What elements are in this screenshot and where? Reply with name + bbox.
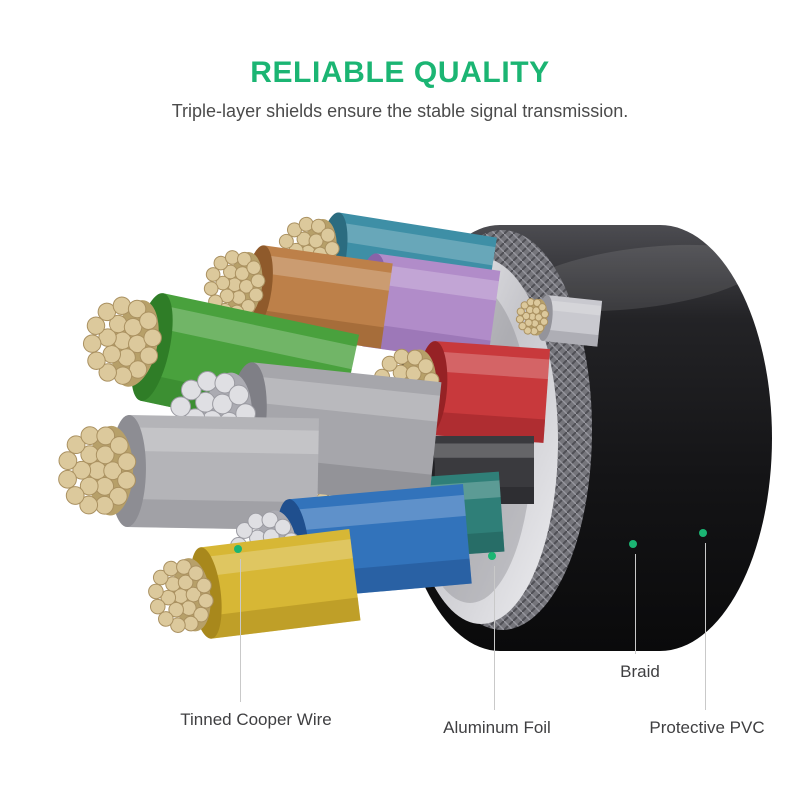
callout-line-tinned xyxy=(240,559,241,702)
callout-line-foil xyxy=(494,566,495,710)
callout-dot-tinned xyxy=(234,545,242,553)
label-protective-pvc: Protective PVC xyxy=(649,718,765,737)
callout-line-braid xyxy=(635,554,636,654)
drain-wire xyxy=(515,295,603,347)
yellow-wire xyxy=(148,529,361,639)
label-braid: Braid xyxy=(620,662,660,681)
callout-dot-foil xyxy=(488,552,496,560)
gray-wire-left xyxy=(58,415,319,531)
page-title: RELIABLE QUALITY xyxy=(250,56,550,89)
label-aluminum-foil: Aluminum Foil xyxy=(443,718,551,737)
label-tinned-copper-wire: Tinned Cooper Wire xyxy=(180,710,332,729)
page-subtitle: Triple-layer shields ensure the stable s… xyxy=(171,101,629,121)
callout-line-pvc xyxy=(705,543,706,710)
callout-dot-pvc xyxy=(699,529,707,537)
callout-dot-braid xyxy=(629,540,637,548)
